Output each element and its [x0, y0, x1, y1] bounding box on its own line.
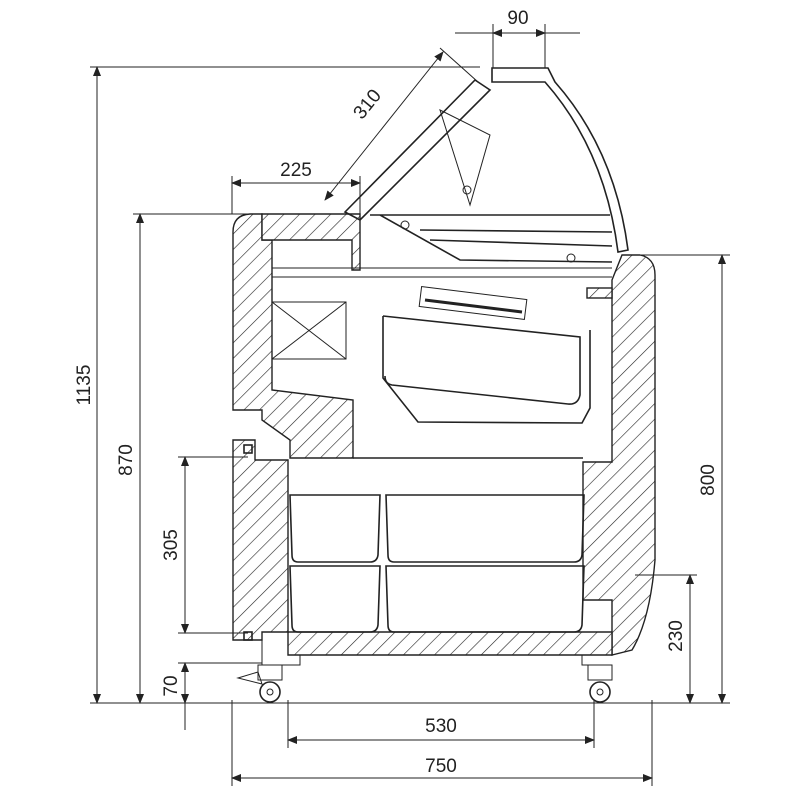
- bottom-floor: [287, 631, 613, 656]
- dim-top-width: 90: [507, 8, 528, 29]
- dim-counter-height: 870: [116, 444, 137, 476]
- hinge-icon: [243, 444, 253, 454]
- upper-pan: [382, 315, 591, 424]
- right-bracket: [586, 287, 613, 299]
- top-left-block: [261, 213, 361, 271]
- dim-total-width: 750: [425, 756, 457, 777]
- lower-door: [232, 439, 289, 641]
- dim-foot-height: 70: [161, 675, 182, 696]
- evaporator: [271, 301, 347, 360]
- caster-right: [587, 664, 613, 703]
- storage-pans: [289, 494, 585, 633]
- dim-total-height: 1135: [74, 365, 95, 406]
- dim-storage-height: 305: [161, 529, 182, 561]
- cabinet-body: [232, 213, 656, 666]
- right-wall: [582, 254, 656, 656]
- curved-glass: [491, 67, 629, 253]
- light-bar: [418, 286, 528, 320]
- hinge-icon: [243, 631, 253, 641]
- dimension-lines: [90, 24, 730, 786]
- dim-glass-length: 310: [350, 86, 386, 124]
- display-canopy: [343, 67, 629, 263]
- dim-inner-width: 530: [425, 716, 457, 737]
- left-upper-wall: [232, 213, 354, 459]
- dim-base-right-height: 230: [666, 620, 687, 652]
- caster-left: [236, 664, 283, 703]
- dim-top-depth: 225: [280, 160, 312, 181]
- dim-right-height: 800: [698, 464, 719, 496]
